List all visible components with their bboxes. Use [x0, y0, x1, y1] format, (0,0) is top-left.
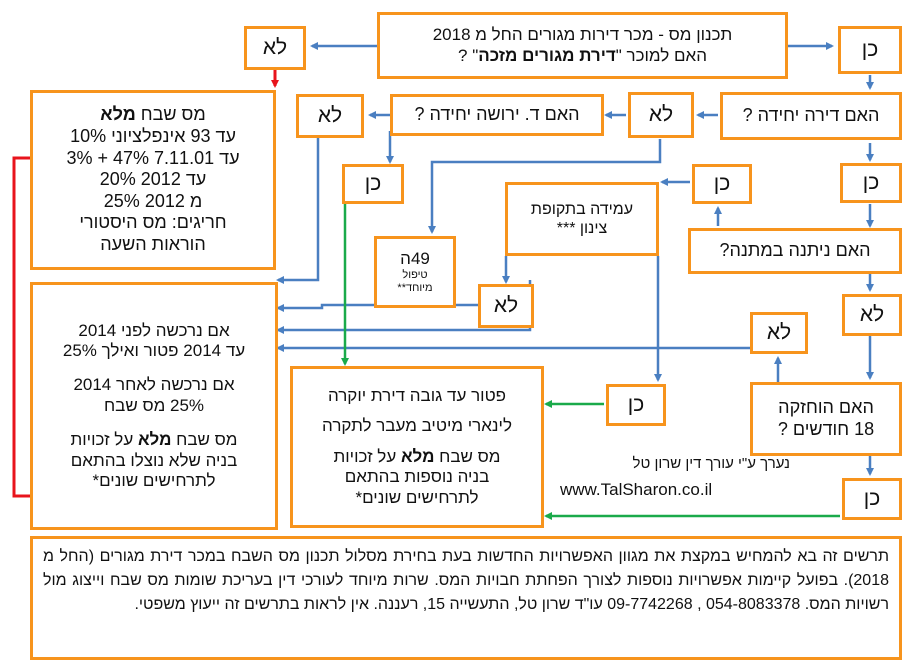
full-tax-line: חריגים: מס היסטורי [79, 212, 227, 233]
linear-line: בניה שלא נוצלו בהתאם [70, 450, 238, 470]
linear-line: לתרחישים שונים* [92, 470, 216, 490]
linear-line: מס שבח מלא על זכויות [70, 430, 238, 450]
linear-line: עד 2014 פטור ואילך 25% [62, 341, 246, 361]
site-link[interactable]: www.TalSharon.co.il [560, 480, 713, 499]
full-tax-title: מס שבח מלא [100, 104, 206, 125]
yes-box-cooling: כן [606, 384, 666, 426]
exempt-box: פטור עד גובה דירת יוקרה לינארי מיטיב מעב… [290, 366, 544, 528]
yes-box-held: כן [842, 478, 902, 520]
top-question-box: תכנון מס - מכר דירות מגורים החל מ 2018 ה… [377, 12, 788, 79]
full-tax-line: עד 7.11.01 47% + 3% [66, 147, 240, 168]
no-box-single: לא [628, 92, 694, 138]
full-tax-line: הוראות השעה [100, 233, 206, 254]
yes-box-single: כן [840, 163, 902, 203]
arrow-no-to-49h [428, 139, 662, 234]
linear-tax-box: אם נרכשה לפני 2014 עד 2014 פטור ואילך 25… [30, 282, 278, 530]
full-tax-box: מס שבח מלא עד 93 אינפלציוני 10% עד 7.11.… [30, 90, 276, 270]
cooling-question-box: עמידה בתקופת צינון *** [505, 182, 659, 256]
inherited-question-box: האם ד. ירושה יחידה ? [390, 94, 604, 136]
no-box-gift: לא [842, 294, 902, 336]
full-tax-line: עד 93 אינפלציוני 10% [70, 126, 236, 147]
full-tax-line: עד 2012 20% [99, 169, 207, 190]
no-box-top: לא [244, 26, 306, 70]
gift-question-box: האם ניתנה במתנה? [688, 228, 902, 274]
single-home-question-box: האם דירה יחידה ? [720, 92, 902, 140]
no-box-held: לא [750, 312, 808, 354]
arrow-no2-to-linear [276, 130, 320, 284]
top-question-line2: האם למוכר "דירת מגורים מזכה" ? [458, 45, 707, 65]
top-question-line1: תכנון מס - מכר דירות מגורים החל מ 2018 [432, 25, 733, 45]
section-49h-box: 49ה טיפול מיוחד** [374, 236, 456, 308]
yes-box-inherited: כן [342, 164, 404, 204]
no-box-inherited: לא [296, 94, 364, 138]
full-tax-line: מ 2012 25% [103, 190, 203, 211]
footer-disclaimer: תרשים זה בא להמחיש במקצת את מגוון האפשרו… [30, 536, 902, 660]
no-box-cooling: לא [478, 284, 534, 328]
yes-box-top: כן [838, 26, 902, 74]
linear-line: אם נרכשה לפני 2014 [78, 320, 230, 340]
linear-line: אם נרכשה לאחר 2014 [73, 375, 235, 395]
credit: נערך ע"י עורך דין שרון טל www.TalSharon.… [560, 452, 790, 503]
held-question-box: האם הוחזקה 18 חודשים ? [750, 382, 902, 456]
yes-box-gift: כן [692, 164, 752, 204]
linear-line: 25% מס שבח [103, 395, 205, 415]
